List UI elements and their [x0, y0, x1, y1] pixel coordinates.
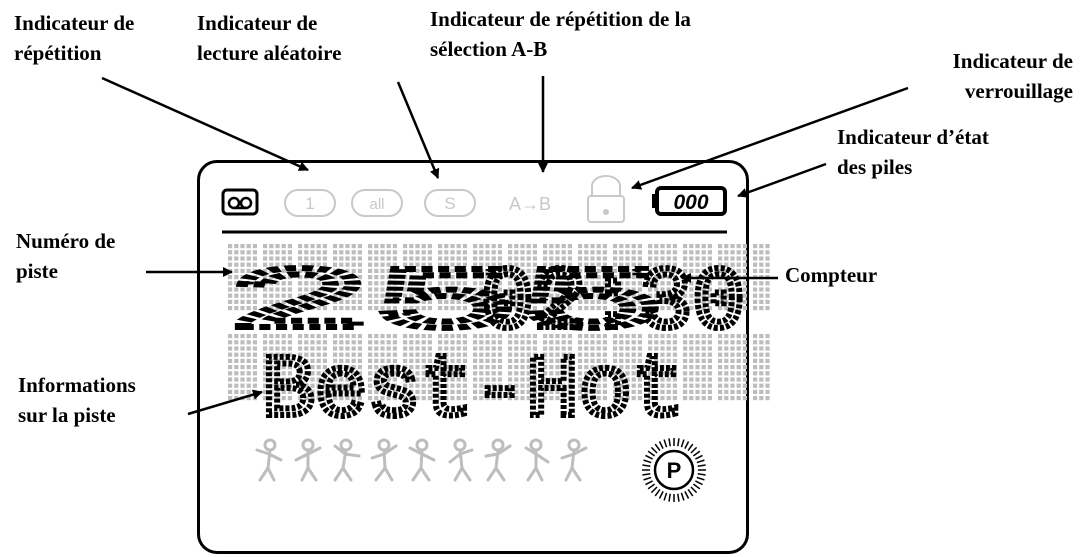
arrow-battery [737, 162, 827, 198]
label-track-number: Numéro de piste [16, 229, 116, 283]
arrow-lock [631, 86, 909, 190]
label-track-info: Informations sur la piste [18, 373, 136, 427]
arrow-shuffle [396, 81, 440, 179]
shuffle-icon: S [424, 189, 476, 217]
repeat-one-icon: 1 [284, 189, 336, 217]
voicemail-icon [221, 188, 259, 216]
label-shuffle-indicator: Indicateur de lecture aléatoire [197, 11, 342, 65]
dancers-graphic [255, 438, 588, 482]
arrow-repeat [101, 76, 309, 172]
battery-level-text: 000 [673, 191, 708, 214]
counter-display: 02:30 [481, 255, 745, 354]
dot-matrix-row-2 [228, 334, 770, 401]
p-logo-letter: P [667, 458, 682, 483]
label-repeat-indicator: Indicateur de répétition [14, 11, 135, 65]
label-ab-repeat-indicator: Indicateur de répétition de la sélection… [430, 7, 691, 61]
dot-matrix-row-1 [228, 244, 770, 311]
shuffle-text: S [444, 194, 455, 213]
arrow-track-info [187, 389, 263, 416]
repeat-all-icon: all [351, 189, 403, 217]
repeat-all-text: all [369, 196, 384, 213]
repeat-one-text: 1 [305, 194, 314, 213]
battery-icon: 000 [652, 186, 727, 216]
p-logo-icon: P [642, 438, 706, 502]
label-lock-indicator: Indicateur de verrouillage [952, 49, 1073, 103]
lock-icon [587, 175, 625, 223]
lcd-display [197, 160, 749, 554]
track-info-display: Best-Hot [262, 343, 684, 442]
label-battery-indicator: Indicateur d’état des piles [837, 125, 989, 179]
label-counter: Compteur [785, 263, 878, 287]
track-number-display: 255 [226, 255, 666, 354]
ab-repeat-icon: A→B [509, 194, 551, 214]
